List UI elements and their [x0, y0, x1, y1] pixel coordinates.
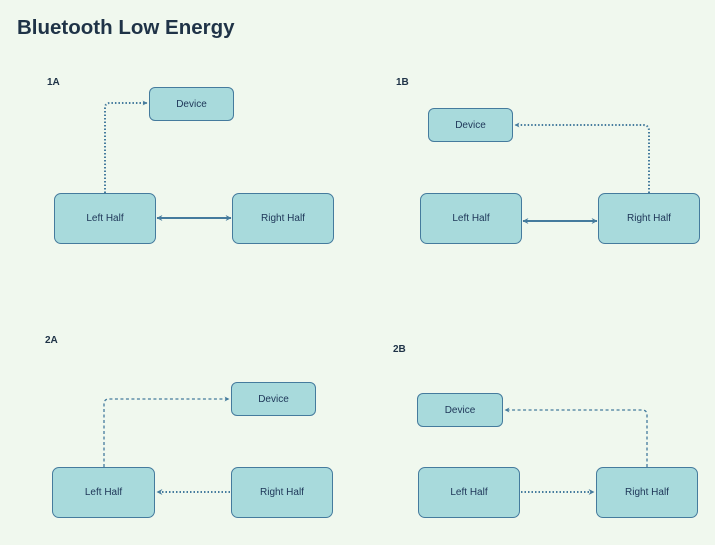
panel-1a-device-node[interactable]: Device	[149, 87, 234, 121]
panel-1a-right-half-node[interactable]: Right Half	[232, 193, 334, 244]
panel-2a-left-half-node[interactable]: Left Half	[52, 467, 155, 518]
page-title: Bluetooth Low Energy	[17, 16, 235, 39]
panel-2b-device-node[interactable]: Device	[417, 393, 503, 427]
panel-2b-left-half-node[interactable]: Left Half	[418, 467, 520, 518]
panel-2a-device-node[interactable]: Device	[231, 382, 316, 416]
panel-1b-device-node[interactable]: Device	[428, 108, 513, 142]
panel-1a-label: 1A	[47, 77, 60, 88]
panel-1b-label: 1B	[396, 77, 409, 88]
panel-1b-edge-right-to-device	[514, 122, 650, 193]
panel-2a-edge-left-to-device	[103, 396, 230, 467]
panel-1b-right-half-node[interactable]: Right Half	[598, 193, 700, 244]
panel-2b-label: 2B	[393, 344, 406, 355]
panel-1a-edge-left-to-device	[104, 100, 148, 193]
panel-1b-left-half-node[interactable]: Left Half	[420, 193, 522, 244]
panel-2a-label: 2A	[45, 335, 58, 346]
panel-2b-edge-right-to-device	[504, 407, 648, 467]
panel-2b-right-half-node[interactable]: Right Half	[596, 467, 698, 518]
panel-2a-right-half-node[interactable]: Right Half	[231, 467, 333, 518]
panel-1a-left-half-node[interactable]: Left Half	[54, 193, 156, 244]
